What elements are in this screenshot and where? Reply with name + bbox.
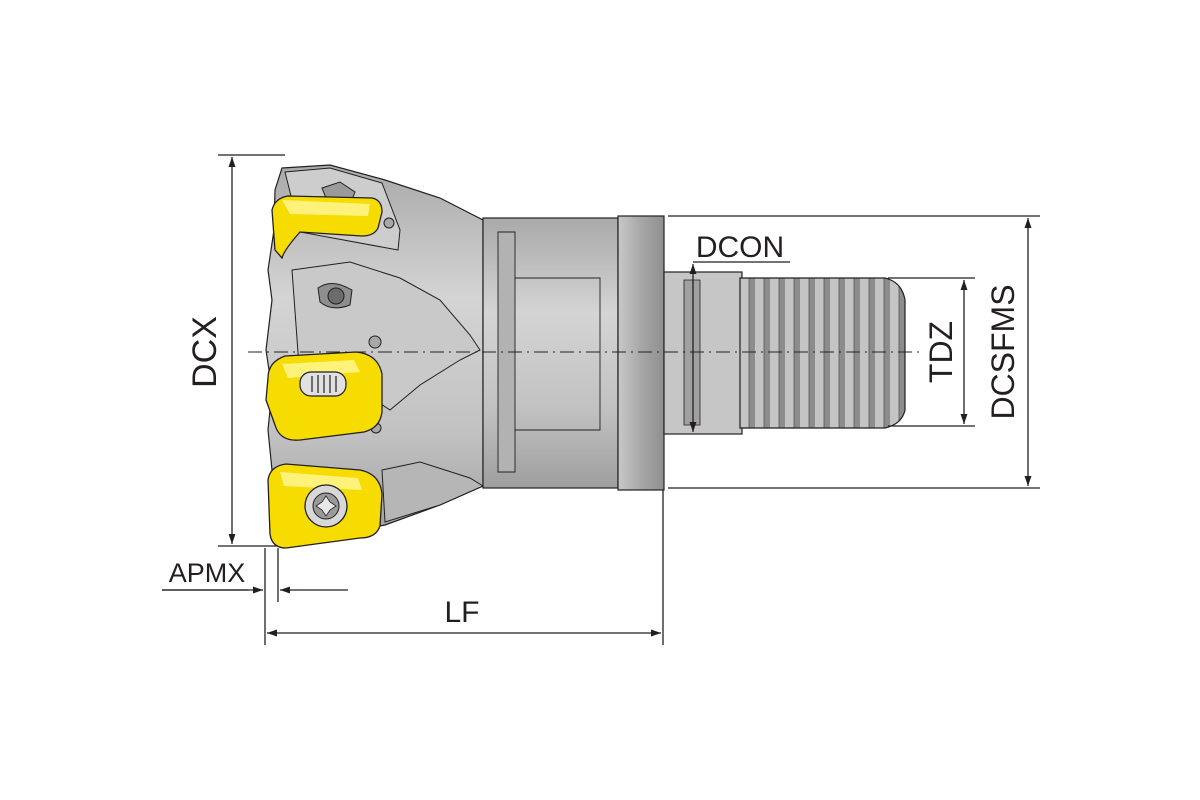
insert-middle	[265, 351, 383, 441]
neck-flat	[497, 231, 516, 473]
neck-shade	[515, 277, 601, 431]
head-pin-mid	[368, 335, 382, 349]
label-tdz: TDZ	[923, 321, 959, 383]
insert-top	[271, 195, 383, 260]
insert-screw-middle	[299, 371, 347, 397]
insert-bottom	[267, 463, 383, 549]
threaded-shank	[739, 277, 906, 429]
label-dcsfms: DCSFMS	[985, 284, 1021, 419]
tool-collar	[617, 215, 665, 491]
tool-body	[265, 164, 906, 546]
dimension-lines	[162, 154, 1040, 645]
label-dcon: DCON	[696, 231, 784, 264]
label-dcx: DCX	[186, 316, 224, 388]
label-apmx: APMX	[169, 558, 246, 588]
head-pin-top	[383, 217, 395, 229]
label-lf: LF	[444, 596, 479, 629]
shank-neck	[663, 271, 743, 435]
screw-upper	[327, 287, 345, 305]
